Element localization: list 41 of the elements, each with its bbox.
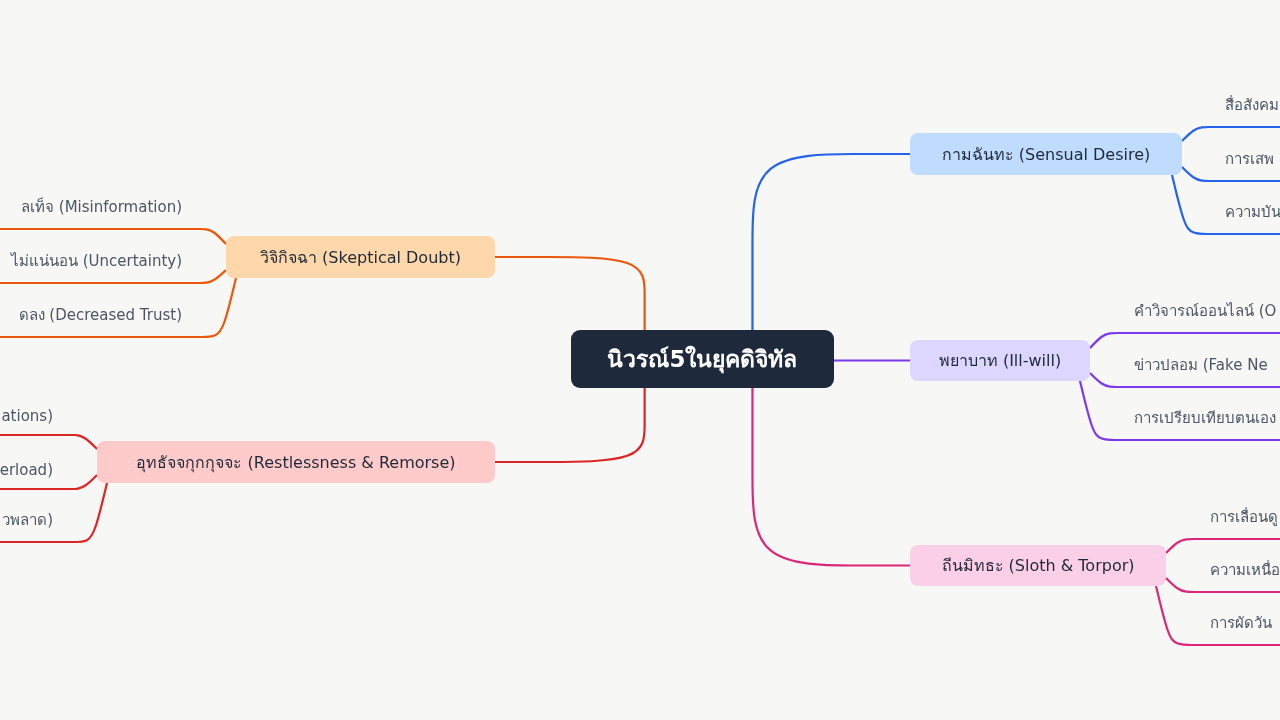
branch-connector — [1165, 537, 1197, 554]
leaf-topic-label: การเสพ — [1210, 144, 1280, 182]
branch-connector — [495, 388, 646, 464]
leaf-topic-label: erload) — [0, 452, 75, 490]
branch-connector — [1078, 380, 1120, 442]
leaf-topic-label: การเลื่อนดู — [1195, 502, 1280, 540]
branch-topic-box: พยาบาท (Ill-will) — [910, 340, 1090, 381]
branch-connector — [198, 227, 227, 245]
leaf-topic-label: ations) — [0, 398, 75, 436]
branch-connector — [495, 255, 646, 330]
leaf-topic-label: สื่อสังคม — [1210, 90, 1280, 128]
leaf-topic-label: ความเหนื่อ — [1195, 555, 1280, 593]
branch-connector — [1170, 174, 1212, 236]
branch-connector — [73, 474, 98, 491]
leaf-topic-label: ลเท็จ (Misinformation) — [0, 192, 200, 230]
branch-connector — [834, 359, 910, 362]
branch-topic-box: อุทธัจจกุกกุจจะ (Restlessness & Remorse) — [97, 441, 495, 483]
branch-connector — [1181, 125, 1212, 142]
leaf-topic-label: วพลาด) — [0, 505, 75, 543]
leaf-topic-label: คำวิจารณ์ออนไลน์ (O — [1118, 296, 1280, 334]
leaf-topic-label: ดลง (Decreased Trust) — [0, 300, 200, 338]
branch-connector — [1181, 166, 1212, 183]
branch-connector — [198, 277, 238, 339]
branch-connector — [73, 433, 98, 450]
branch-connector — [1154, 585, 1197, 647]
leaf-topic-label: ความบัน — [1210, 197, 1280, 235]
branch-topic-box: วิจิกิจฉา (Skeptical Doubt) — [226, 236, 495, 278]
leaf-topic-label: การเปรียบเทียบตนเอง — [1118, 403, 1280, 441]
leaf-topic-label: ข่าวปลอม (Fake Ne — [1118, 350, 1280, 388]
central-topic-box: นิวรณ์5ในยุคดิจิทัล — [571, 330, 834, 388]
branch-connector — [751, 152, 910, 330]
leaf-topic-label: ไม่แน่นอน (Uncertainty) — [0, 246, 200, 284]
branch-connector — [751, 388, 910, 567]
branch-connector — [1089, 331, 1120, 349]
branch-connector — [1089, 372, 1120, 389]
branch-topic-box: กามฉันทะ (Sensual Desire) — [910, 133, 1182, 175]
leaf-topic-label: การผัดวัน — [1195, 608, 1280, 646]
branch-connector — [73, 482, 109, 544]
branch-topic-box: ถีนมิทธะ (Sloth & Torpor) — [910, 545, 1166, 586]
branch-connector — [1165, 577, 1197, 594]
branch-connector — [198, 269, 227, 285]
